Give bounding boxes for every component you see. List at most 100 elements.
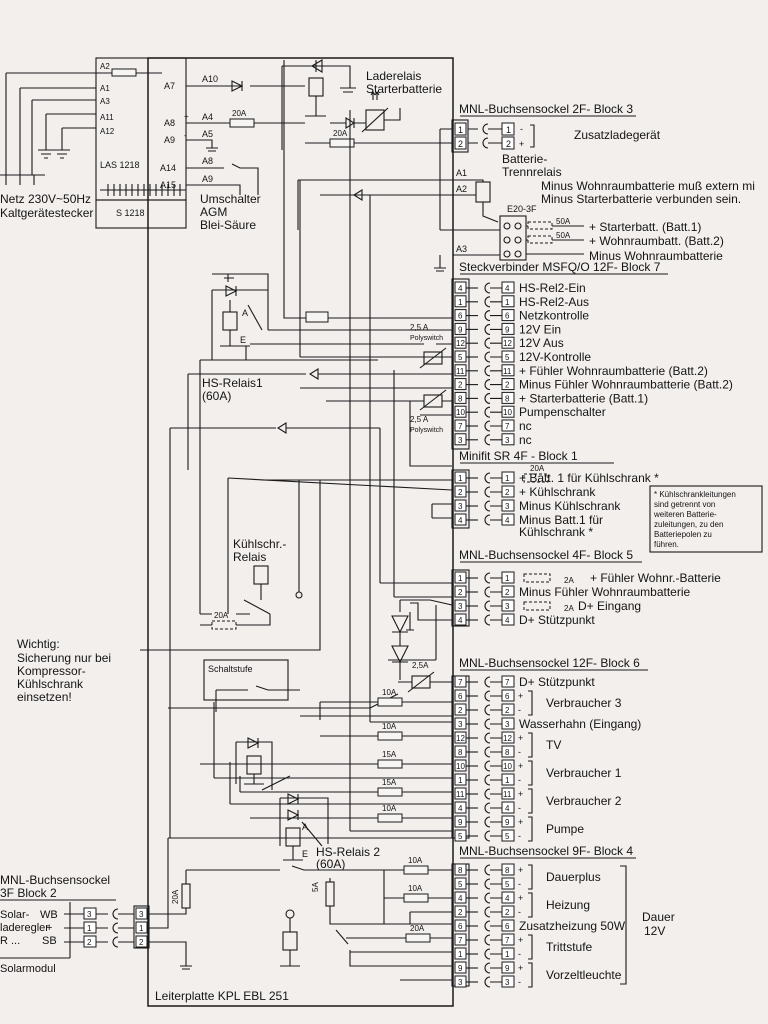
fuse-50a-1: 50A <box>556 217 571 226</box>
block7-socket-label: 10 <box>503 408 512 417</box>
block1-socket-1 <box>501 471 515 484</box>
block5-socket-label: 2 <box>505 588 510 597</box>
block6-sign: + <box>518 691 523 701</box>
block6-group-label: Pumpe <box>546 822 584 836</box>
block7-socket-label: 12 <box>503 339 512 348</box>
block5-socket-label: 1 <box>505 574 510 583</box>
fuse-20a-b1-label: 20A <box>530 464 545 473</box>
block7-socket-label: 7 <box>505 422 510 431</box>
block7-socket-label: 1 <box>505 298 510 307</box>
fuse-10a-d-label: 10A <box>408 856 423 865</box>
pin-a14: A14 <box>160 163 176 173</box>
fuse-10a-c <box>377 813 403 823</box>
block4-pin-label: 5 <box>458 880 463 889</box>
block6-bracket <box>528 732 533 758</box>
block4-pin-label: 7 <box>458 936 463 945</box>
block3-title: MNL-Buchsensockel 2F- Block 3 <box>459 102 633 116</box>
poly2-label: 2,5 A <box>410 415 429 424</box>
block6-sign: + <box>518 761 523 771</box>
block1-pin-label: 4 <box>458 516 463 525</box>
block6-socket-4 <box>501 801 515 814</box>
hs-relais1-coil <box>222 311 238 331</box>
block6-bracket <box>528 816 533 842</box>
fuse-10a-b-label: 10A <box>382 722 397 731</box>
block1-row-label: + Kühlschrank <box>519 485 596 499</box>
block7-socket-10 <box>501 405 515 418</box>
block4-sign: - <box>518 879 521 889</box>
fuse-20a-top <box>229 118 255 128</box>
block5-socket-3 <box>501 599 515 612</box>
block2-plug-icon <box>112 908 134 920</box>
block6-pin-label: 8 <box>458 748 463 757</box>
block4-sign: + <box>518 893 523 903</box>
block6-plug-icon <box>484 788 502 800</box>
kuehlrelais-coil <box>253 565 269 585</box>
block7-socket-2 <box>501 378 515 391</box>
block1-plug-icon <box>484 486 502 498</box>
solar-sign-plus: + <box>46 922 52 934</box>
fuse-5a <box>325 881 335 907</box>
block5-row-label: + Fühler Wohnr.-Batterie <box>590 571 721 585</box>
block6-row-label: D+ Stützpunkt <box>519 675 595 689</box>
solar-label1: Solar- <box>0 909 30 921</box>
block2-title1: MNL-Buchsensockel <box>0 873 110 887</box>
block6-socket-11 <box>501 787 515 800</box>
wichtig-line1: Wichtig: <box>17 637 60 651</box>
svg-text:-: - <box>184 131 187 140</box>
fuse-10a-e <box>403 893 429 903</box>
kuehlrelais-line2: Relais <box>233 550 266 564</box>
block4-plug-icon <box>484 962 502 974</box>
block4-sign: + <box>518 963 523 973</box>
block7-socket-label: 3 <box>505 436 510 445</box>
kuehlschrank-note-box <box>649 485 763 553</box>
block6-plug-icon <box>484 746 502 758</box>
block4-socket-label: 3 <box>505 978 510 987</box>
block5-pin-label: 4 <box>458 616 463 625</box>
block7-socket-3 <box>501 433 515 446</box>
pin-a10: A10 <box>202 74 218 84</box>
mains-plug-label: Kaltgerätestecker <box>0 206 93 220</box>
poly1-word: Polyswitch <box>410 335 443 342</box>
block7-socket-5 <box>501 350 515 363</box>
schaltstufe: Schaltstufe <box>168 659 399 712</box>
block6-row-label: Wasserhahn (Eingang) <box>519 717 641 731</box>
fuse-5a-label: 5A <box>311 882 320 892</box>
block7-socket-7 <box>501 419 515 432</box>
block7-row-label: HS-Rel2-Aus <box>519 295 589 309</box>
block6-pin-label: 10 <box>456 762 465 771</box>
fuse-10a-c-label: 10A <box>382 804 397 813</box>
block4-bracket <box>528 864 533 890</box>
block7-connector <box>451 278 470 450</box>
trennrelais-a3: A3 <box>456 244 467 254</box>
block1-pin-label: 1 <box>458 474 463 483</box>
block7-plug-icon <box>484 282 502 294</box>
block7-pin-label: 5 <box>458 353 463 362</box>
board-outline <box>147 57 454 1007</box>
block7-row-label: Pumpenschalter <box>519 405 606 419</box>
laderelais-line2: Starterbatterie <box>366 82 442 96</box>
pin-a8-left: A8 <box>164 118 175 128</box>
block7-socket-label: 9 <box>505 325 510 334</box>
block-2: MNL-Buchsensockel 3F Block 2 Solar- lade… <box>0 838 192 975</box>
block6-socket-label: 5 <box>505 832 510 841</box>
solar-sign-sb: SB <box>42 935 57 947</box>
hs-relais2: A E HS-Relais 2 (60A) <box>168 793 452 871</box>
block3-device: Zusatzladegerät <box>574 128 661 142</box>
block2-socket-label: 3 <box>87 910 92 919</box>
block4-bracket <box>528 962 533 988</box>
block6-group-label: Verbraucher 2 <box>546 794 622 808</box>
block7-pin-label: 8 <box>458 394 463 403</box>
block7-row-label: + Fühler Wohnraumbatterie (Batt.2) <box>519 364 708 378</box>
fuse-20a-block3-label: 20A <box>333 129 348 138</box>
fuse-20a-kuehl <box>211 620 237 630</box>
pin-a7: A7 <box>164 81 175 91</box>
pin-a15: A15 <box>160 180 176 190</box>
block2-pin-label: 1 <box>139 924 144 933</box>
block1-label-cont: Kühlschrank * <box>519 525 593 539</box>
terminal-minus-wohnraum: Minus Wohnraumbatterie <box>589 249 723 263</box>
fuse-20a-b4-label: 20A <box>410 924 425 933</box>
block7-socket-6 <box>501 309 515 322</box>
block4-title: MNL-Buchsensockel 9F- Block 4 <box>459 844 633 858</box>
